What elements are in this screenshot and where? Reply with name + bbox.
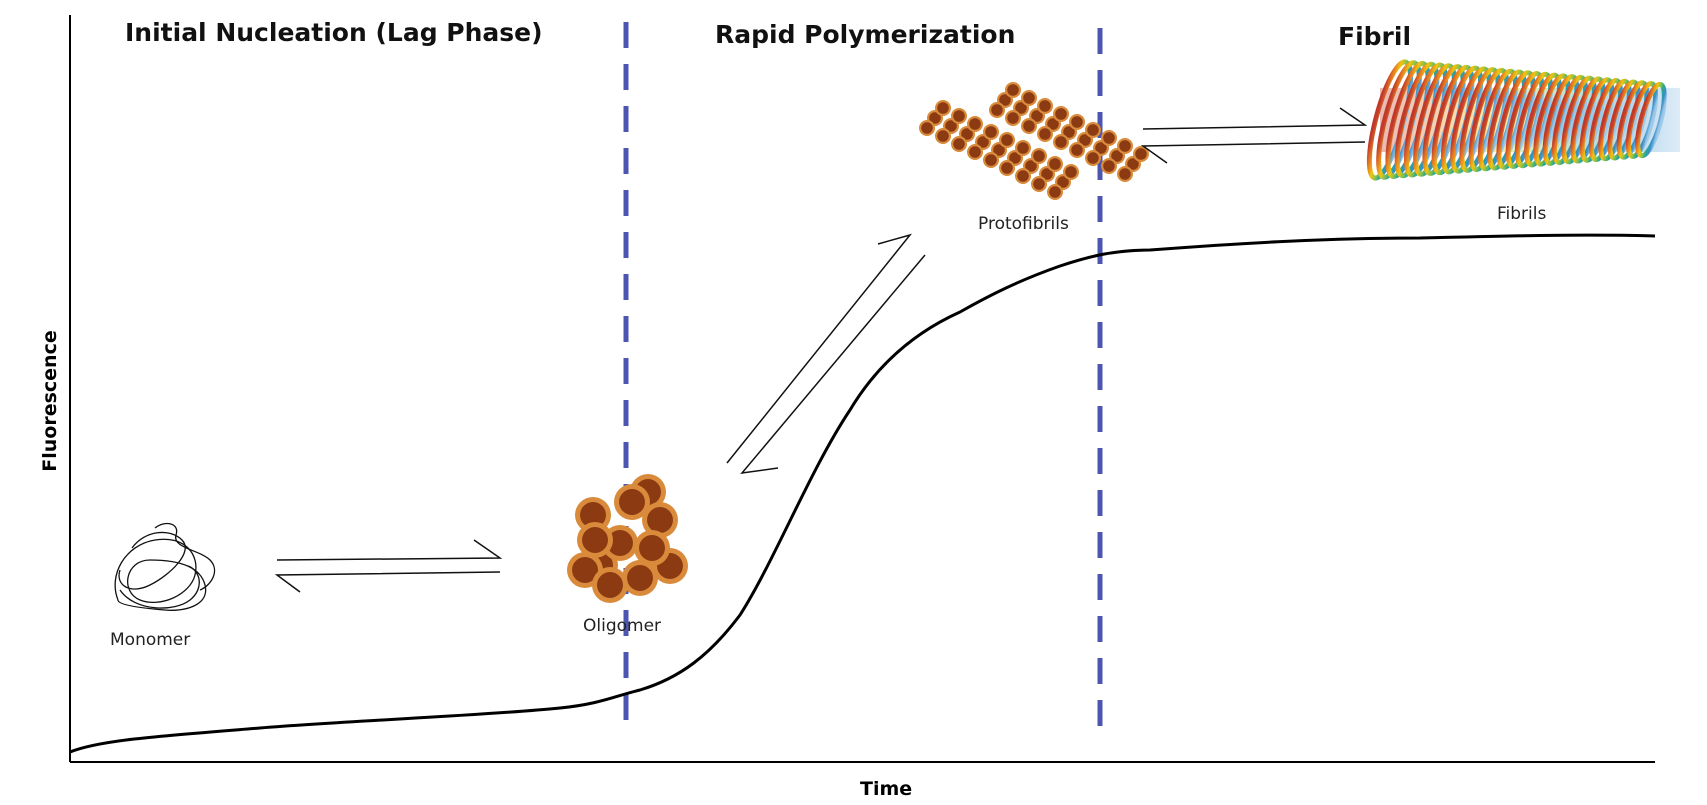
protofibril-particle-34-core bbox=[1039, 100, 1051, 112]
fibrils-label: Fibrils bbox=[1497, 204, 1547, 224]
oligomer-particle-3-core bbox=[647, 507, 673, 533]
protofibrils-chain-icon bbox=[919, 82, 1149, 200]
protofibril-particle-24-core bbox=[1057, 176, 1069, 188]
fibril-ribbon-29 bbox=[1635, 81, 1667, 159]
protofibril-particle-39-core bbox=[1063, 126, 1075, 138]
protofibril-particle-41-core bbox=[1055, 136, 1067, 148]
protofibril-particle-3-core bbox=[945, 120, 957, 132]
protofibril-particle-5-core bbox=[937, 130, 949, 142]
protofibril-particle-31-core bbox=[1023, 92, 1035, 104]
monomer-coil-icon bbox=[114, 522, 216, 611]
protofibril-particle-10-core bbox=[985, 126, 997, 138]
fibril-ribbon-13 bbox=[1487, 69, 1527, 171]
protofibril-particle-35-core bbox=[1023, 120, 1035, 132]
fibril-ribbon-25 bbox=[1598, 78, 1632, 162]
protofibril-particle-1-core bbox=[937, 102, 949, 114]
phase-title-polymerization: Rapid Polymerization bbox=[715, 20, 1016, 49]
protofibril-particle-23-core bbox=[1033, 178, 1045, 190]
monomer-label: Monomer bbox=[110, 630, 191, 650]
protofibril-particle-30-core bbox=[1015, 102, 1027, 114]
protofibrils-label: Protofibrils bbox=[978, 214, 1069, 234]
y-axis-title: Fluorescence bbox=[39, 330, 61, 472]
fibril-ribbon-17 bbox=[1524, 72, 1562, 168]
fibril-ribbon-22 bbox=[1570, 76, 1606, 164]
protofibril-particle-43-core bbox=[1087, 124, 1099, 136]
oligomer-particle-5-core bbox=[572, 557, 598, 583]
phase-title-fibril: Fibril bbox=[1338, 22, 1412, 51]
equilibrium-arrows-protofibrils-fibrils bbox=[1140, 107, 1368, 164]
protofibril-particle-27-core bbox=[999, 94, 1011, 106]
fibril-ribbon-18 bbox=[1533, 73, 1571, 167]
protofibril-particle-48-core bbox=[1111, 150, 1123, 162]
fibril-ribbon-14 bbox=[1496, 70, 1536, 170]
protofibril-particle-45-core bbox=[1095, 142, 1107, 154]
equilibrium-arrows-monomer-oligomer bbox=[274, 539, 503, 593]
oligomer-label: Oligomer bbox=[583, 616, 662, 636]
protofibril-particle-19-core bbox=[1033, 150, 1045, 162]
protofibril-particle-37-core bbox=[1055, 108, 1067, 120]
protofibril-particle-50-core bbox=[1103, 160, 1115, 172]
protofibril-particle-6-core bbox=[961, 128, 973, 140]
protofibril-particle-28-core bbox=[1007, 84, 1019, 96]
protofibril-particle-14-core bbox=[985, 154, 997, 166]
protofibril-particle-12-core bbox=[993, 144, 1005, 156]
fibril-ribbon-19 bbox=[1542, 74, 1580, 166]
protofibril-particle-8-core bbox=[953, 138, 965, 150]
fibril-ribbon-21 bbox=[1561, 75, 1597, 165]
fibril-ribbon-16 bbox=[1514, 71, 1554, 169]
protofibril-particle-22-core bbox=[1049, 158, 1061, 170]
fluorescence-curve bbox=[69, 233, 1656, 754]
protofibril-particle-40-core bbox=[1071, 116, 1083, 128]
protofibril-particle-17-core bbox=[1001, 162, 1013, 174]
oligomer-particle-0-core bbox=[580, 502, 606, 528]
protofibril-particle-16-core bbox=[1017, 142, 1029, 154]
protofibril-particle-20-core bbox=[1017, 170, 1029, 182]
fibril-ribbon-20 bbox=[1551, 74, 1589, 166]
protofibril-particle-4-core bbox=[953, 110, 965, 122]
x-axis-title: Time bbox=[860, 778, 913, 800]
protofibril-particle-47-core bbox=[1087, 152, 1099, 164]
protofibril-particle-42-core bbox=[1079, 134, 1091, 146]
protofibril-particle-9-core bbox=[977, 136, 989, 148]
oligomer-cluster-icon bbox=[567, 474, 688, 603]
protofibril-particle-36-core bbox=[1047, 118, 1059, 130]
protofibril-particle-7-core bbox=[969, 118, 981, 130]
oligomer-particle-6-core bbox=[627, 565, 653, 591]
axes bbox=[69, 15, 1655, 763]
protofibril-particle-44-core bbox=[1071, 144, 1083, 156]
protofibril-particle-18-core bbox=[1025, 160, 1037, 172]
oligomer-particle-10-core bbox=[582, 527, 608, 553]
equilibrium-arrows-oligomer-protofibrils bbox=[726, 233, 926, 475]
oligomer-particle-11-core bbox=[619, 489, 645, 515]
fibril-ribbon-23 bbox=[1579, 77, 1615, 163]
protofibril-particle-11-core bbox=[969, 146, 981, 158]
protofibril-particle-53-core bbox=[1119, 168, 1131, 180]
protofibril-particle-25-core bbox=[1065, 166, 1077, 178]
protofibril-particle-52-core bbox=[1135, 148, 1147, 160]
fibril-ribbon-15 bbox=[1505, 71, 1545, 169]
protofibril-particle-38-core bbox=[1039, 128, 1051, 140]
protofibril-particle-21-core bbox=[1041, 168, 1053, 180]
protofibril-particle-51-core bbox=[1127, 158, 1139, 170]
protofibril-particle-2-core bbox=[921, 122, 933, 134]
oligomer-particle-9-core bbox=[639, 535, 665, 561]
protofibril-particle-33-core bbox=[1031, 110, 1043, 122]
protofibril-particle-15-core bbox=[1009, 152, 1021, 164]
protofibril-particle-49-core bbox=[1119, 140, 1131, 152]
fibrils-rainbow-helix-icon bbox=[1366, 59, 1680, 181]
fibril-ribbon-28 bbox=[1625, 81, 1659, 159]
protofibril-particle-32-core bbox=[1007, 112, 1019, 124]
protofibril-particle-29-core bbox=[991, 104, 1003, 116]
oligomer-particle-4-core bbox=[607, 530, 633, 556]
protofibril-particle-26-core bbox=[1049, 186, 1061, 198]
oligomer-particle-8-core bbox=[597, 572, 623, 598]
fibril-ribbon-24 bbox=[1588, 77, 1624, 163]
protofibril-particle-46-core bbox=[1103, 132, 1115, 144]
protofibril-particle-0-core bbox=[929, 112, 941, 124]
protofibril-particle-13-core bbox=[1001, 134, 1013, 146]
phase-title-nucleation: Initial Nucleation (Lag Phase) bbox=[125, 18, 543, 47]
